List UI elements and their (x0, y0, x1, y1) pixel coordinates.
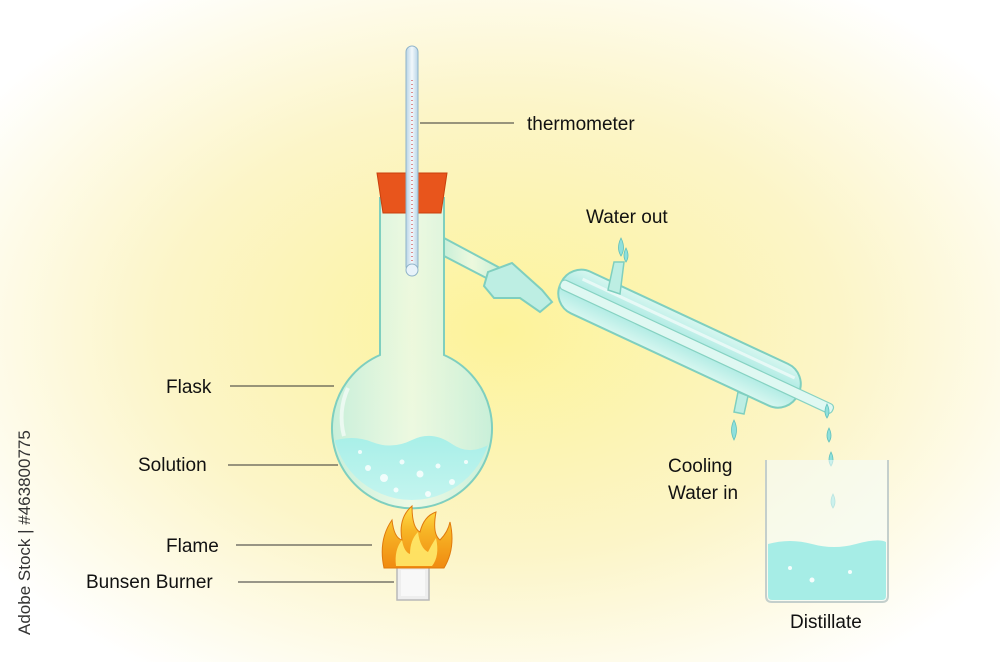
label-water-out: Water out (586, 207, 668, 228)
distillate-liquid (768, 540, 886, 600)
label-flask: Flask (166, 377, 212, 398)
label-flame: Flame (166, 536, 219, 557)
beaker (765, 460, 889, 603)
leader-lines (228, 122, 514, 583)
thermometer-instrument (405, 45, 419, 277)
label-distillate: Distillate (790, 612, 862, 633)
label-solution: Solution (138, 455, 207, 476)
label-water-in: Water in (668, 483, 738, 504)
label-bunsen-burner: Bunsen Burner (86, 572, 213, 593)
label-thermometer: thermometer (527, 114, 635, 135)
label-cooling: Cooling (668, 456, 732, 477)
condenser (482, 261, 835, 415)
flask (331, 197, 502, 510)
bunsen-burner-body (396, 565, 430, 601)
flame-fire (381, 504, 453, 569)
stock-watermark: Adobe Stock | #463800775 (15, 430, 34, 635)
